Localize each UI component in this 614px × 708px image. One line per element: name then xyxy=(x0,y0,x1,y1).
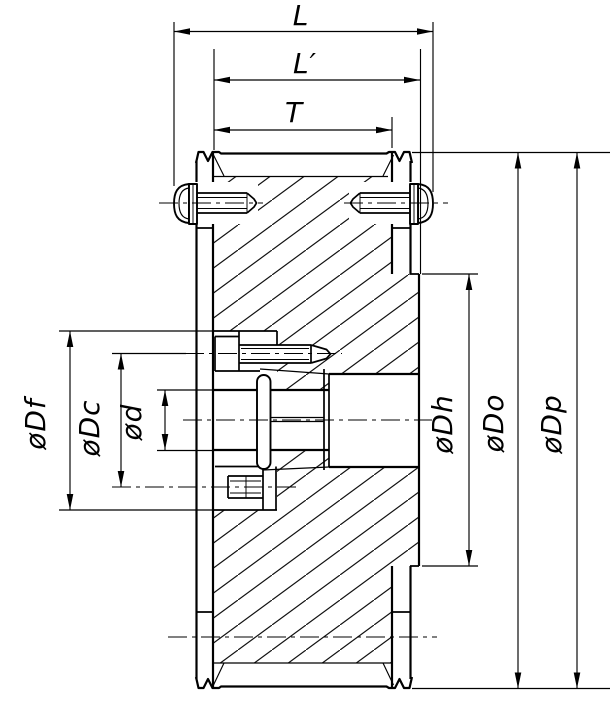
screw-shank xyxy=(197,192,247,214)
screw-thread-lines xyxy=(197,197,247,209)
counterbore-edges xyxy=(329,372,419,469)
dimensions: L L′ T øDf øDc xyxy=(19,0,610,690)
dim-outside-diameter: øDo xyxy=(477,152,522,689)
rim-corner-chamfers xyxy=(212,154,395,686)
taper-line-bottom xyxy=(262,466,330,471)
bushing-tapped-hole xyxy=(213,465,330,511)
dim-label-Do: øDo xyxy=(477,394,510,454)
bushing-slit-lines xyxy=(270,416,324,423)
dim-label-T: T xyxy=(285,96,304,129)
dim-label-Df: øDf xyxy=(19,395,52,451)
dim-label-Dc: øDc xyxy=(73,399,106,457)
dim-overall-length: L xyxy=(173,0,434,192)
dim-bolt-circle-diameter: øDc xyxy=(73,352,186,487)
screw-thread-lines xyxy=(360,197,410,209)
flange-strip-dividers xyxy=(196,227,410,613)
key-bar xyxy=(256,374,272,470)
screw-tip xyxy=(246,192,258,214)
dim-pitch-diameter: øDp xyxy=(535,152,581,689)
cap-screw-head xyxy=(214,335,260,372)
rim-top-profile xyxy=(194,150,414,164)
screw-dome-inner-line xyxy=(178,187,190,220)
dim-label-d: ød xyxy=(115,404,148,442)
flange-screw-right xyxy=(344,182,448,225)
key-and-slit xyxy=(256,374,324,470)
dim-bore-diameter: ød xyxy=(115,389,213,452)
dim-label-Dp: øDp xyxy=(535,394,568,454)
dim-hub-diameter: øDh xyxy=(422,273,478,567)
dim-label-Dh: øDh xyxy=(426,394,459,454)
bushing-lower-faces xyxy=(262,466,277,510)
flange-screw-left xyxy=(159,182,263,225)
dim-flange-diameter: øDf xyxy=(19,330,213,511)
bushing-flange-faces xyxy=(238,331,278,371)
dim-label-L-prime: L′ xyxy=(293,47,317,80)
taper-line-top xyxy=(259,368,330,375)
hub-edges xyxy=(410,273,419,567)
dim-hub-length: L′ xyxy=(213,47,422,274)
screw-shank xyxy=(360,192,410,214)
bushing-cap-screw xyxy=(213,330,332,375)
dim-face-width: T xyxy=(214,96,393,148)
cap-screw-thread-lines xyxy=(241,348,309,360)
dim-label-L: L xyxy=(293,0,310,32)
center-lines xyxy=(112,352,437,638)
rim-bottom-profile xyxy=(194,676,414,690)
